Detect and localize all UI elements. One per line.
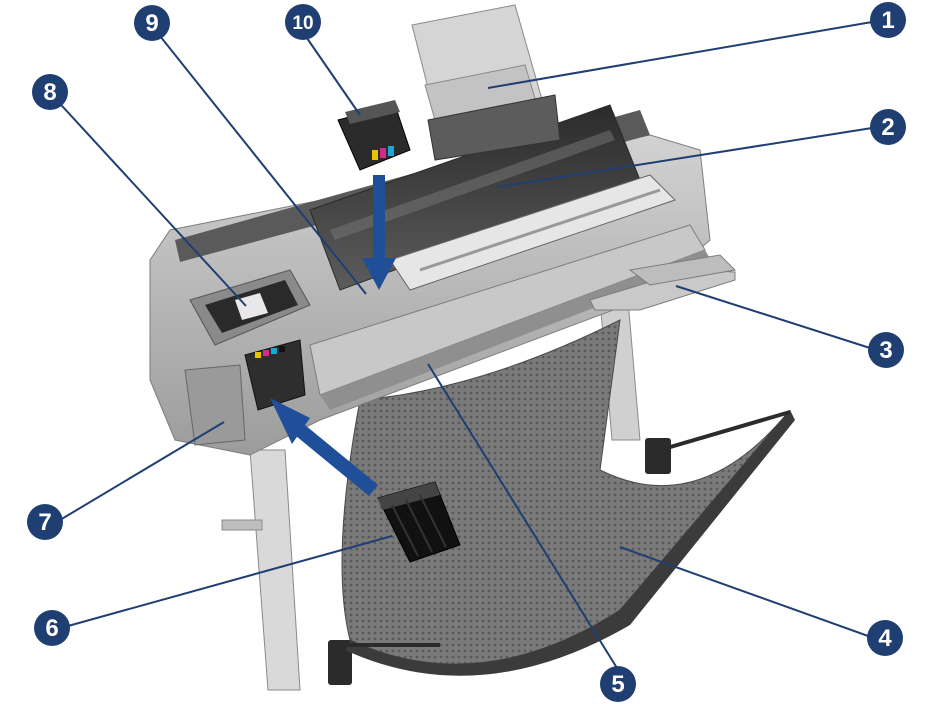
leader-line-10 (299, 27, 361, 116)
insert-arrows (270, 175, 396, 496)
callouts: 1 2 3 4 5 6 7 8 (27, 2, 906, 702)
callout-10: 10 (285, 4, 321, 40)
callout-4: 4 (867, 620, 903, 656)
callout-1: 1 (870, 2, 906, 38)
callout-3-label: 3 (879, 337, 892, 364)
leader-lines (51, 21, 873, 669)
callout-9: 9 (134, 5, 170, 41)
ink-slot (184, 339, 306, 446)
printer-window (309, 104, 676, 291)
callout-7-label: 7 (38, 509, 51, 536)
callout-10-label: 10 (292, 13, 313, 34)
leader-line-8 (51, 94, 247, 307)
leader-line-3 (675, 285, 871, 349)
callout-9-label: 9 (145, 10, 158, 37)
callout-4-label: 4 (878, 625, 892, 652)
callout-7: 7 (27, 504, 63, 540)
callout-2: 2 (870, 109, 906, 145)
paper-tray (411, 4, 561, 161)
leader-line-7 (59, 421, 225, 521)
callout-5-label: 5 (611, 671, 624, 698)
callout-8: 8 (32, 74, 68, 110)
printhead (337, 100, 411, 171)
callout-6-label: 6 (45, 615, 58, 642)
leader-line-2 (497, 127, 873, 188)
cartridge-arrow (270, 398, 378, 496)
callout-1-label: 1 (881, 7, 894, 34)
leader-line-4 (619, 546, 869, 637)
front-panel (189, 269, 311, 346)
callout-5: 5 (600, 666, 636, 702)
leader-line-5 (427, 363, 618, 669)
leader-line-9 (151, 25, 367, 295)
leader-line-1 (487, 21, 873, 89)
callout-3: 3 (868, 332, 904, 368)
output-tray (589, 254, 737, 311)
callout-2-label: 2 (881, 114, 894, 141)
printhead-arrow (362, 175, 396, 290)
ink-cartridges (377, 481, 461, 563)
leader-line-6 (67, 535, 393, 627)
callout-6: 6 (34, 610, 70, 646)
callout-8-label: 8 (43, 79, 56, 106)
